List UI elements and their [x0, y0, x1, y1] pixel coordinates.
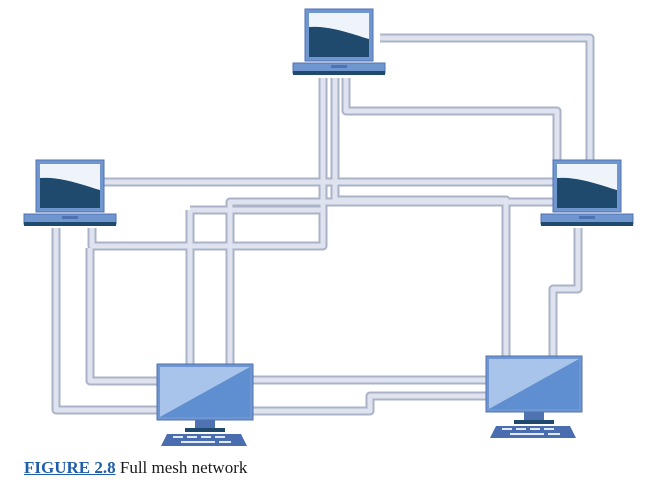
desktop-right [485, 355, 583, 438]
keyboard-icon [161, 434, 247, 446]
cable-left-to-desktop-left-b [85, 248, 158, 386]
laptop-icon [540, 159, 634, 226]
cable-top-to-right-b [341, 78, 562, 165]
figure-label-link[interactable]: FIGURE 2.8 [24, 458, 116, 477]
laptop-right [540, 159, 634, 226]
desktop-monitor-icon [485, 355, 583, 424]
cable-top-to-desktop-right [330, 78, 511, 360]
desktop-left [156, 363, 254, 446]
network-cables [51, 33, 595, 416]
mesh-network-diagram [23, 8, 634, 446]
laptop-left [23, 159, 117, 226]
cable-top-to-left [87, 78, 328, 251]
desktop-monitor-icon [156, 363, 254, 432]
laptop-icon [292, 8, 386, 75]
laptop-top [292, 8, 386, 75]
laptop-icon [23, 159, 117, 226]
cable-right-to-desktop-right [548, 228, 583, 358]
keyboard-icon [490, 426, 576, 438]
figure-caption-text: Full mesh network [115, 458, 248, 477]
figure-caption: FIGURE 2.8 Full mesh network [24, 458, 247, 478]
